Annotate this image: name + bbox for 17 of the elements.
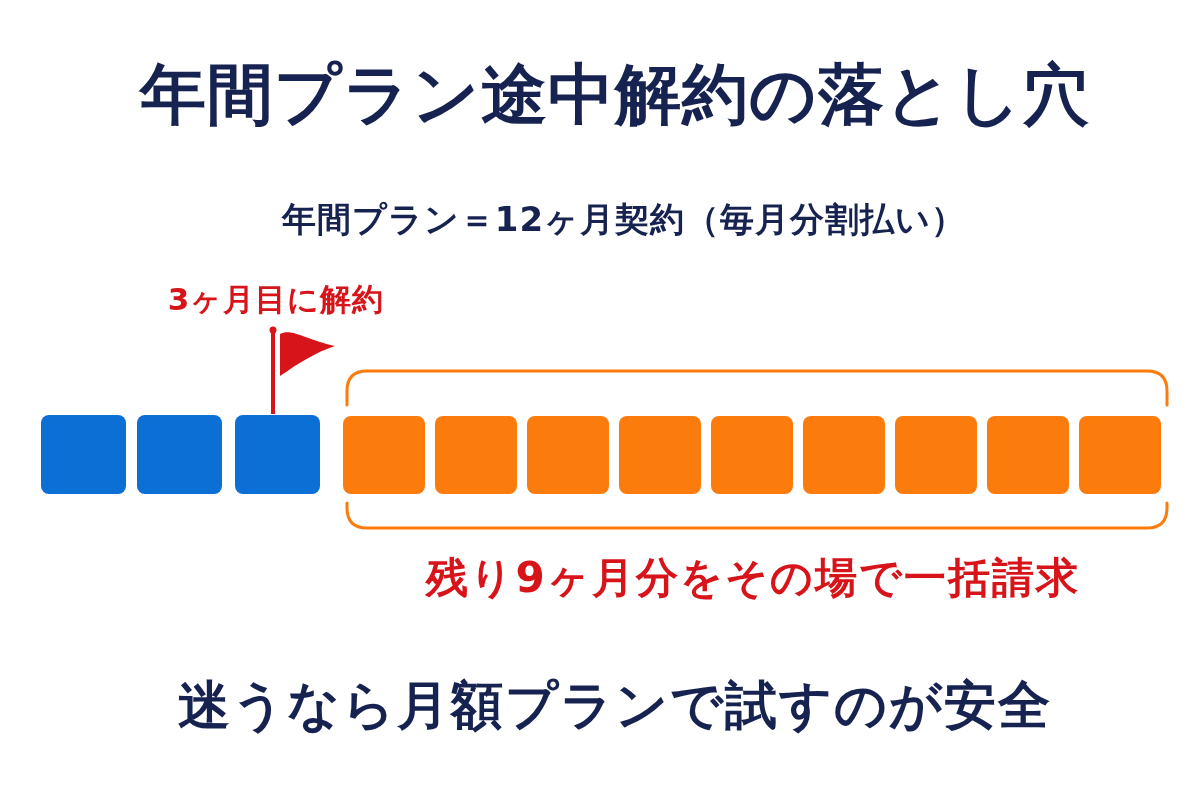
month-block <box>235 415 320 494</box>
subheading: 年間プラン＝12ヶ月契約（毎月分割払い） <box>281 200 967 240</box>
month-block <box>1079 416 1161 494</box>
month-block <box>987 416 1069 494</box>
month-block <box>619 416 701 494</box>
month-block <box>137 415 222 494</box>
month-block <box>435 416 517 494</box>
month-block <box>527 416 609 494</box>
caption: 残り9ヶ月分をその場で一括請求 <box>426 553 1080 603</box>
month-block <box>803 416 885 494</box>
callout-label: 3ヶ月目に解約 <box>167 282 385 318</box>
month-block <box>895 416 977 494</box>
conclusion-text: 迷うなら月額プランで試すのが安全 <box>178 676 1052 736</box>
heading: 年間プラン途中解約の落とし穴 <box>140 57 1090 133</box>
month-block <box>41 415 126 494</box>
month-block <box>343 416 425 494</box>
month-block <box>711 416 793 494</box>
